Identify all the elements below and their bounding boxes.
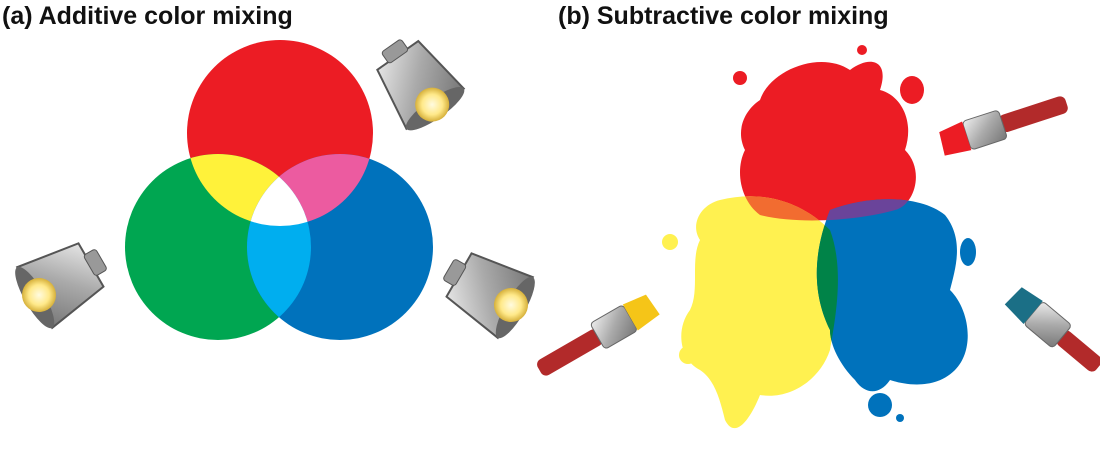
subtractive-paint [662, 45, 976, 429]
paintbrush-icon [537, 294, 660, 376]
paintbrush-icon [1004, 287, 1100, 372]
panel-b-title: (b) Subtractive color mixing [558, 2, 889, 30]
spotlight-icon [15, 242, 107, 330]
spotlight-icon [376, 39, 466, 131]
panel-a-title: (a) Additive color mixing [2, 2, 293, 30]
white-overlap [247, 154, 311, 226]
spotlight-icon [443, 252, 535, 340]
additive-circles [125, 40, 433, 340]
blue-paint-splash [816, 199, 968, 392]
paintbrush-icon [939, 96, 1068, 156]
yellow-paint-splash [681, 196, 838, 429]
red-paint-splash [740, 61, 916, 221]
